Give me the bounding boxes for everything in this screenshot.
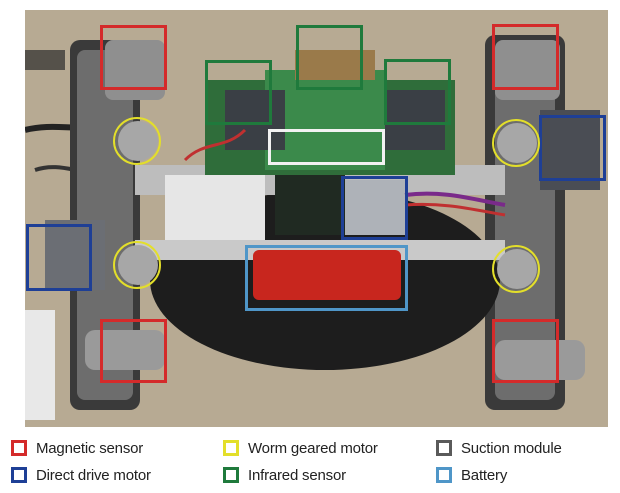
worm-geared-motor-circle-bottom-right — [492, 245, 540, 293]
legend-infrared-sensor: Infrared sensor — [223, 463, 346, 487]
infrared-sensor-box-right — [384, 59, 451, 125]
legend-suction-module: Suction module — [436, 436, 562, 460]
direct-drive-motor-box-center — [341, 176, 408, 240]
legend-label: Direct drive motor — [36, 466, 151, 484]
legend-swatch-magnetic-sensor — [11, 440, 27, 456]
infrared-sensor-box-center — [296, 25, 363, 90]
legend-direct-drive-motor: Direct drive motor — [11, 463, 151, 487]
legend-swatch-suction-module — [436, 440, 452, 456]
legend-swatch-battery — [436, 467, 452, 483]
legend-label: Suction module — [461, 439, 562, 457]
magnetic-sensor-box-top-right — [492, 24, 559, 90]
worm-geared-motor-circle-top-right — [492, 119, 540, 167]
direct-drive-motor-box-left — [26, 224, 92, 291]
magnetic-sensor-box-bottom-left — [100, 319, 167, 383]
legend-label: Worm geared motor — [248, 439, 378, 457]
legend-magnetic-sensor: Magnetic sensor — [11, 436, 143, 460]
suction-module-box — [268, 129, 385, 165]
legend-label: Magnetic sensor — [36, 439, 144, 457]
legend-label: Infrared sensor — [248, 466, 346, 484]
magnetic-sensor-box-bottom-right — [492, 319, 559, 383]
legend-battery: Battery — [436, 463, 507, 487]
legend-swatch-infrared-sensor — [223, 467, 239, 483]
worm-geared-motor-circle-bottom-left — [113, 241, 161, 289]
infrared-sensor-box-left — [205, 60, 272, 125]
legend: Magnetic sensor Worm geared motor Suctio… — [0, 433, 620, 493]
legend-worm-geared-motor: Worm geared motor — [223, 436, 378, 460]
legend-swatch-direct-drive-motor — [11, 467, 27, 483]
legend-label: Battery — [461, 466, 508, 484]
magnetic-sensor-box-top-left — [100, 25, 167, 90]
battery-box — [245, 245, 408, 311]
worm-geared-motor-circle-top-left — [113, 117, 161, 165]
direct-drive-motor-box-right — [539, 115, 606, 181]
legend-swatch-worm-geared-motor — [223, 440, 239, 456]
